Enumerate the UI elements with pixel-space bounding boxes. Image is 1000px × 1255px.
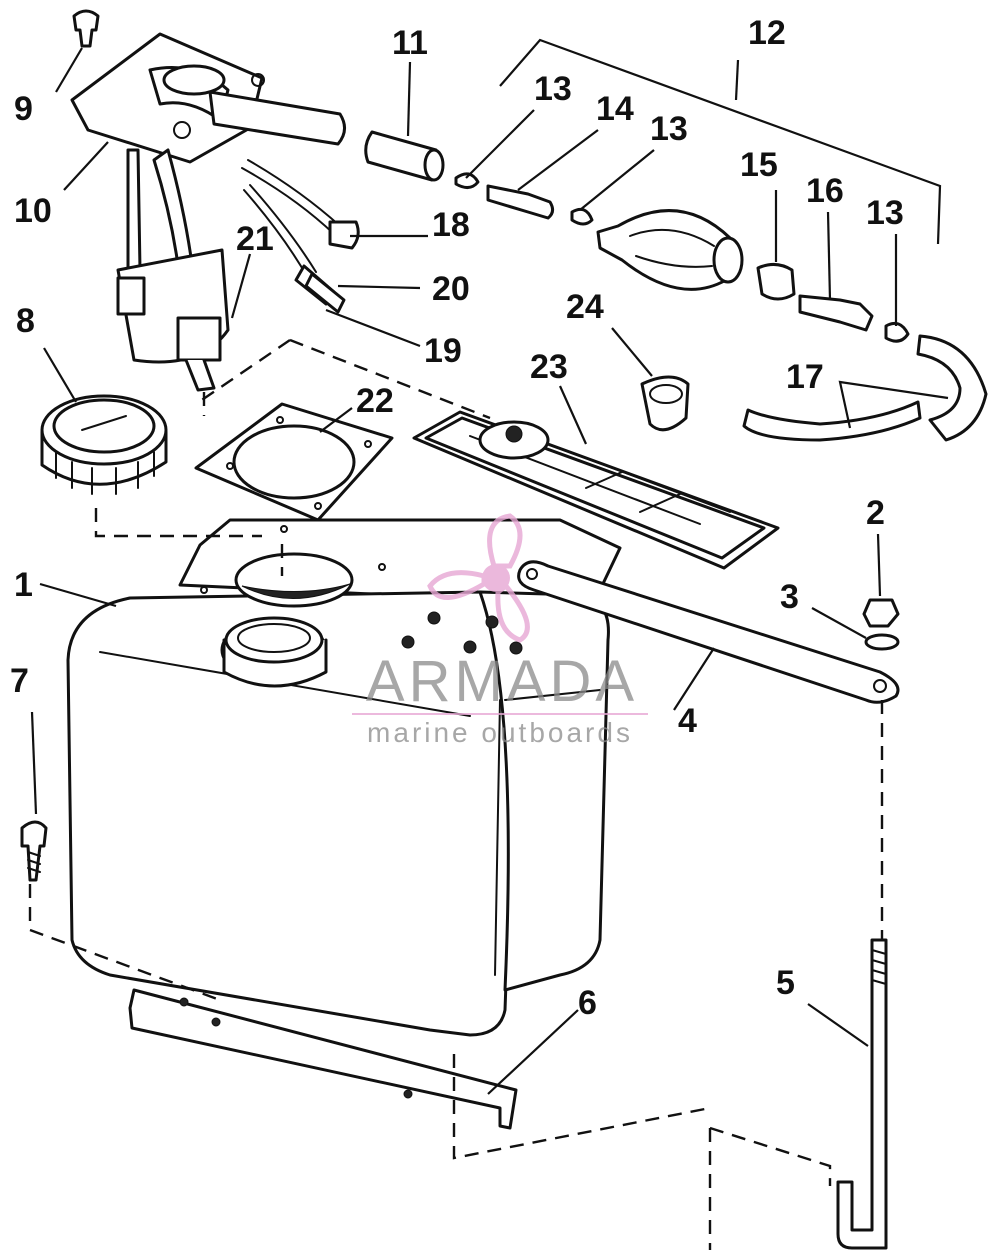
assembly-lines (28, 338, 884, 1250)
callout-15: 15 (740, 146, 778, 184)
callout-23: 23 (530, 348, 568, 386)
callout-9: 9 (14, 90, 33, 128)
tank-hold-down-bolt (836, 938, 888, 1250)
bracket-screw (20, 820, 48, 882)
nut-and-washer (862, 598, 900, 651)
callout-12: 12 (748, 14, 786, 52)
leader-lines (30, 38, 949, 1095)
callout-5: 5 (776, 964, 795, 1002)
fuel-tank (66, 518, 622, 1037)
callout-11: 11 (392, 24, 428, 62)
watermark-divider (352, 713, 648, 715)
filter-plate (412, 410, 780, 570)
callout-4: 4 (678, 702, 697, 740)
bottom-bracket (128, 988, 518, 1130)
callout-21: 21 (236, 220, 274, 258)
callout-13-c: 13 (866, 194, 904, 232)
callout-2: 2 (866, 494, 885, 532)
sender-wires (241, 159, 360, 314)
propeller-logo-icon (427, 513, 530, 643)
callout-22: 22 (356, 382, 394, 420)
callout-20: 20 (432, 270, 470, 308)
gasket (194, 402, 394, 522)
tank-strap (517, 560, 900, 704)
fuel-pickup-assembly (70, 32, 346, 416)
fuel-line-assembly (364, 130, 988, 442)
callout-8: 8 (16, 302, 35, 340)
callout-7: 7 (10, 662, 29, 700)
watermark-title: ARMADA (365, 649, 639, 714)
callout-16: 16 (806, 172, 844, 210)
callout-18: 18 (432, 206, 470, 244)
callout-1: 1 (14, 566, 33, 604)
callout-14: 14 (596, 90, 634, 128)
callout-17: 17 (786, 358, 824, 396)
callout-6: 6 (578, 984, 597, 1022)
callout-3: 3 (780, 578, 799, 616)
filler-cap (40, 394, 168, 495)
callout-13-b: 13 (650, 110, 688, 148)
pickup-screw (72, 9, 100, 48)
callout-24: 24 (566, 288, 604, 326)
callout-19: 19 (424, 332, 462, 370)
callout-13-a: 13 (534, 70, 572, 108)
callout-10: 10 (14, 192, 52, 230)
watermark-subtitle: marine outboards (367, 717, 633, 748)
